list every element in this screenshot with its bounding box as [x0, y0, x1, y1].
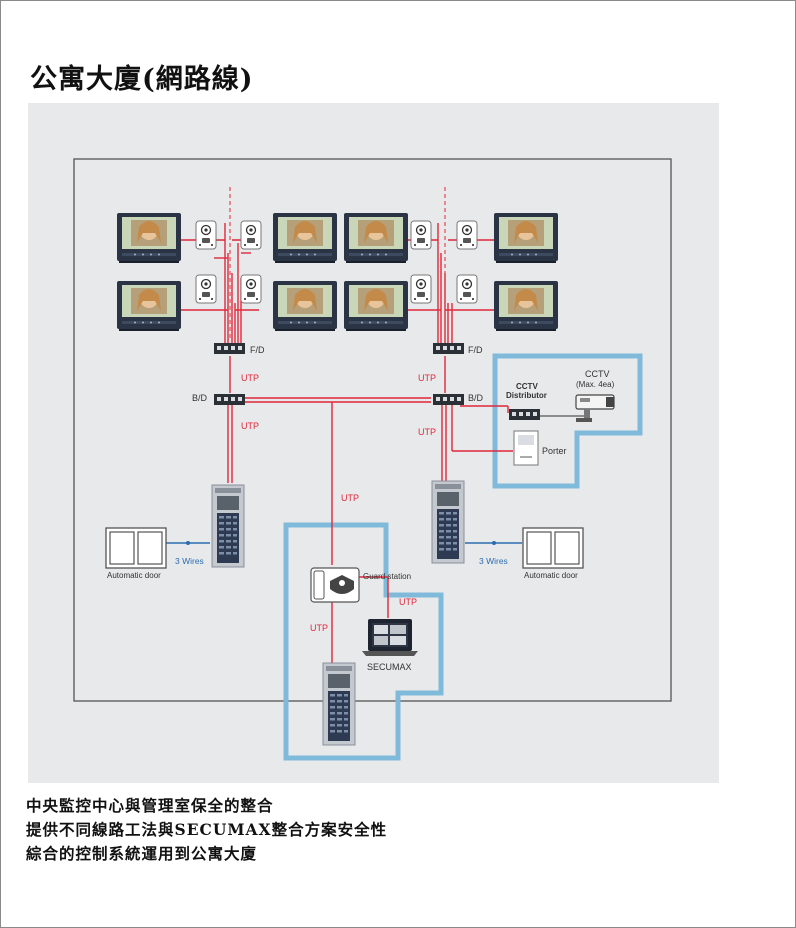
guard-zone — [283, 522, 444, 761]
utp-label: UTP — [341, 493, 359, 503]
note-line: 提供不同線路工法與SECUMAX整合方案安全性 — [26, 820, 388, 839]
secumax-label: SECUMAX — [367, 662, 412, 672]
three-wires-label-left: 3 Wires — [175, 556, 204, 566]
monitor-icon — [494, 281, 558, 331]
automatic-door-icon — [522, 527, 584, 569]
utp-label: UTP — [418, 373, 436, 383]
utp-label: UTP — [241, 421, 259, 431]
note-line: 綜合的控制系統運用到公寓大廈 — [26, 844, 258, 863]
note-line: 中央監控中心與管理室保全的整合 — [26, 796, 274, 815]
building-distributor-icon — [433, 394, 464, 405]
floor-distributor-icon — [214, 343, 245, 354]
monitor-icon — [117, 281, 181, 331]
monitor-icon — [494, 213, 558, 263]
cctv-label: CCTV — [585, 369, 610, 379]
cctv-zone — [492, 353, 643, 489]
utp-label: UTP — [399, 597, 417, 607]
bd-label-right: B/D — [468, 393, 484, 403]
lobby-station-icon — [322, 662, 356, 746]
door-camera-icon — [240, 220, 262, 250]
diagram-background — [28, 103, 719, 783]
page-title: 公寓大廈(網路線) — [30, 64, 254, 95]
door-camera-icon — [456, 220, 478, 250]
fd-label-right: F/D — [468, 345, 483, 355]
monitor-icon — [273, 281, 337, 331]
utp-label: UTP — [241, 373, 259, 383]
guard-station-icon — [310, 567, 360, 603]
floor-distributor-icon — [433, 343, 464, 354]
guard-station-label: Guard station — [363, 572, 411, 581]
door-camera-icon — [456, 274, 478, 304]
building-outline — [73, 158, 672, 702]
automatic-door-label-right: Automatic door — [524, 571, 578, 580]
wire-node-right — [492, 541, 496, 545]
monitor-icon — [344, 281, 408, 331]
door-camera-icon — [410, 220, 432, 250]
notes: 中央監控中心與管理室保全的整合 提供不同線路工法與SECUMAX整合方案安全性 … — [26, 794, 387, 866]
building-distributor-icon — [214, 394, 245, 405]
lobby-station-icon — [431, 480, 465, 564]
three-wires-label-right: 3 Wires — [479, 556, 508, 566]
cctv-distributor-label-2: Distributor — [506, 391, 547, 400]
automatic-door-label-left: Automatic door — [107, 571, 161, 580]
utp-label: UTP — [310, 623, 328, 633]
cctv-distributor-icon — [509, 409, 540, 420]
automatic-door-icon — [105, 527, 167, 569]
network-diagram: F/D F/D B/D B/D UTP UTP UTP UTP UTP UTP … — [28, 103, 719, 783]
door-camera-icon — [195, 220, 217, 250]
utp-label: UTP — [418, 427, 436, 437]
monitor-icon — [344, 213, 408, 263]
monitor-icon — [273, 213, 337, 263]
wire-node-left — [186, 541, 190, 545]
porter-icon — [513, 430, 539, 466]
cctv-capacity-label: (Max. 4ea) — [576, 380, 615, 389]
monitor-icon — [117, 213, 181, 263]
door-camera-icon — [240, 274, 262, 304]
cctv-distributor-label: CCTV — [516, 382, 538, 391]
door-camera-icon — [195, 274, 217, 304]
porter-label: Porter — [542, 446, 567, 456]
lobby-station-icon — [211, 484, 245, 568]
bd-label-left: B/D — [192, 393, 208, 403]
cctv-camera-icon — [575, 394, 615, 422]
door-camera-icon — [410, 274, 432, 304]
secumax-laptop-icon — [362, 619, 418, 656]
fd-label-left: F/D — [250, 345, 265, 355]
